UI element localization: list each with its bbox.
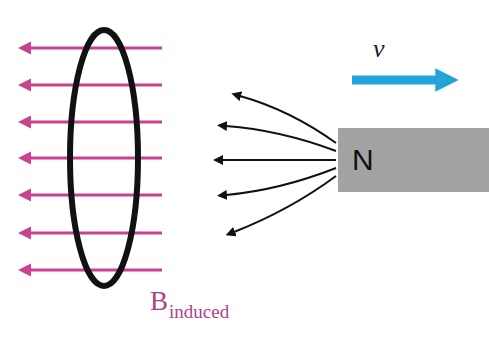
field-symbol: B	[150, 288, 168, 315]
induced-field-arrows	[30, 48, 162, 270]
magnet-field-lines	[222, 96, 336, 232]
pole-label: N	[352, 143, 374, 177]
wire-loop	[70, 30, 138, 286]
velocity-arrow	[352, 76, 440, 85]
velocity-label: v	[373, 36, 385, 62]
field-subscript: induced	[169, 302, 229, 321]
bar-magnet: N	[338, 128, 489, 192]
